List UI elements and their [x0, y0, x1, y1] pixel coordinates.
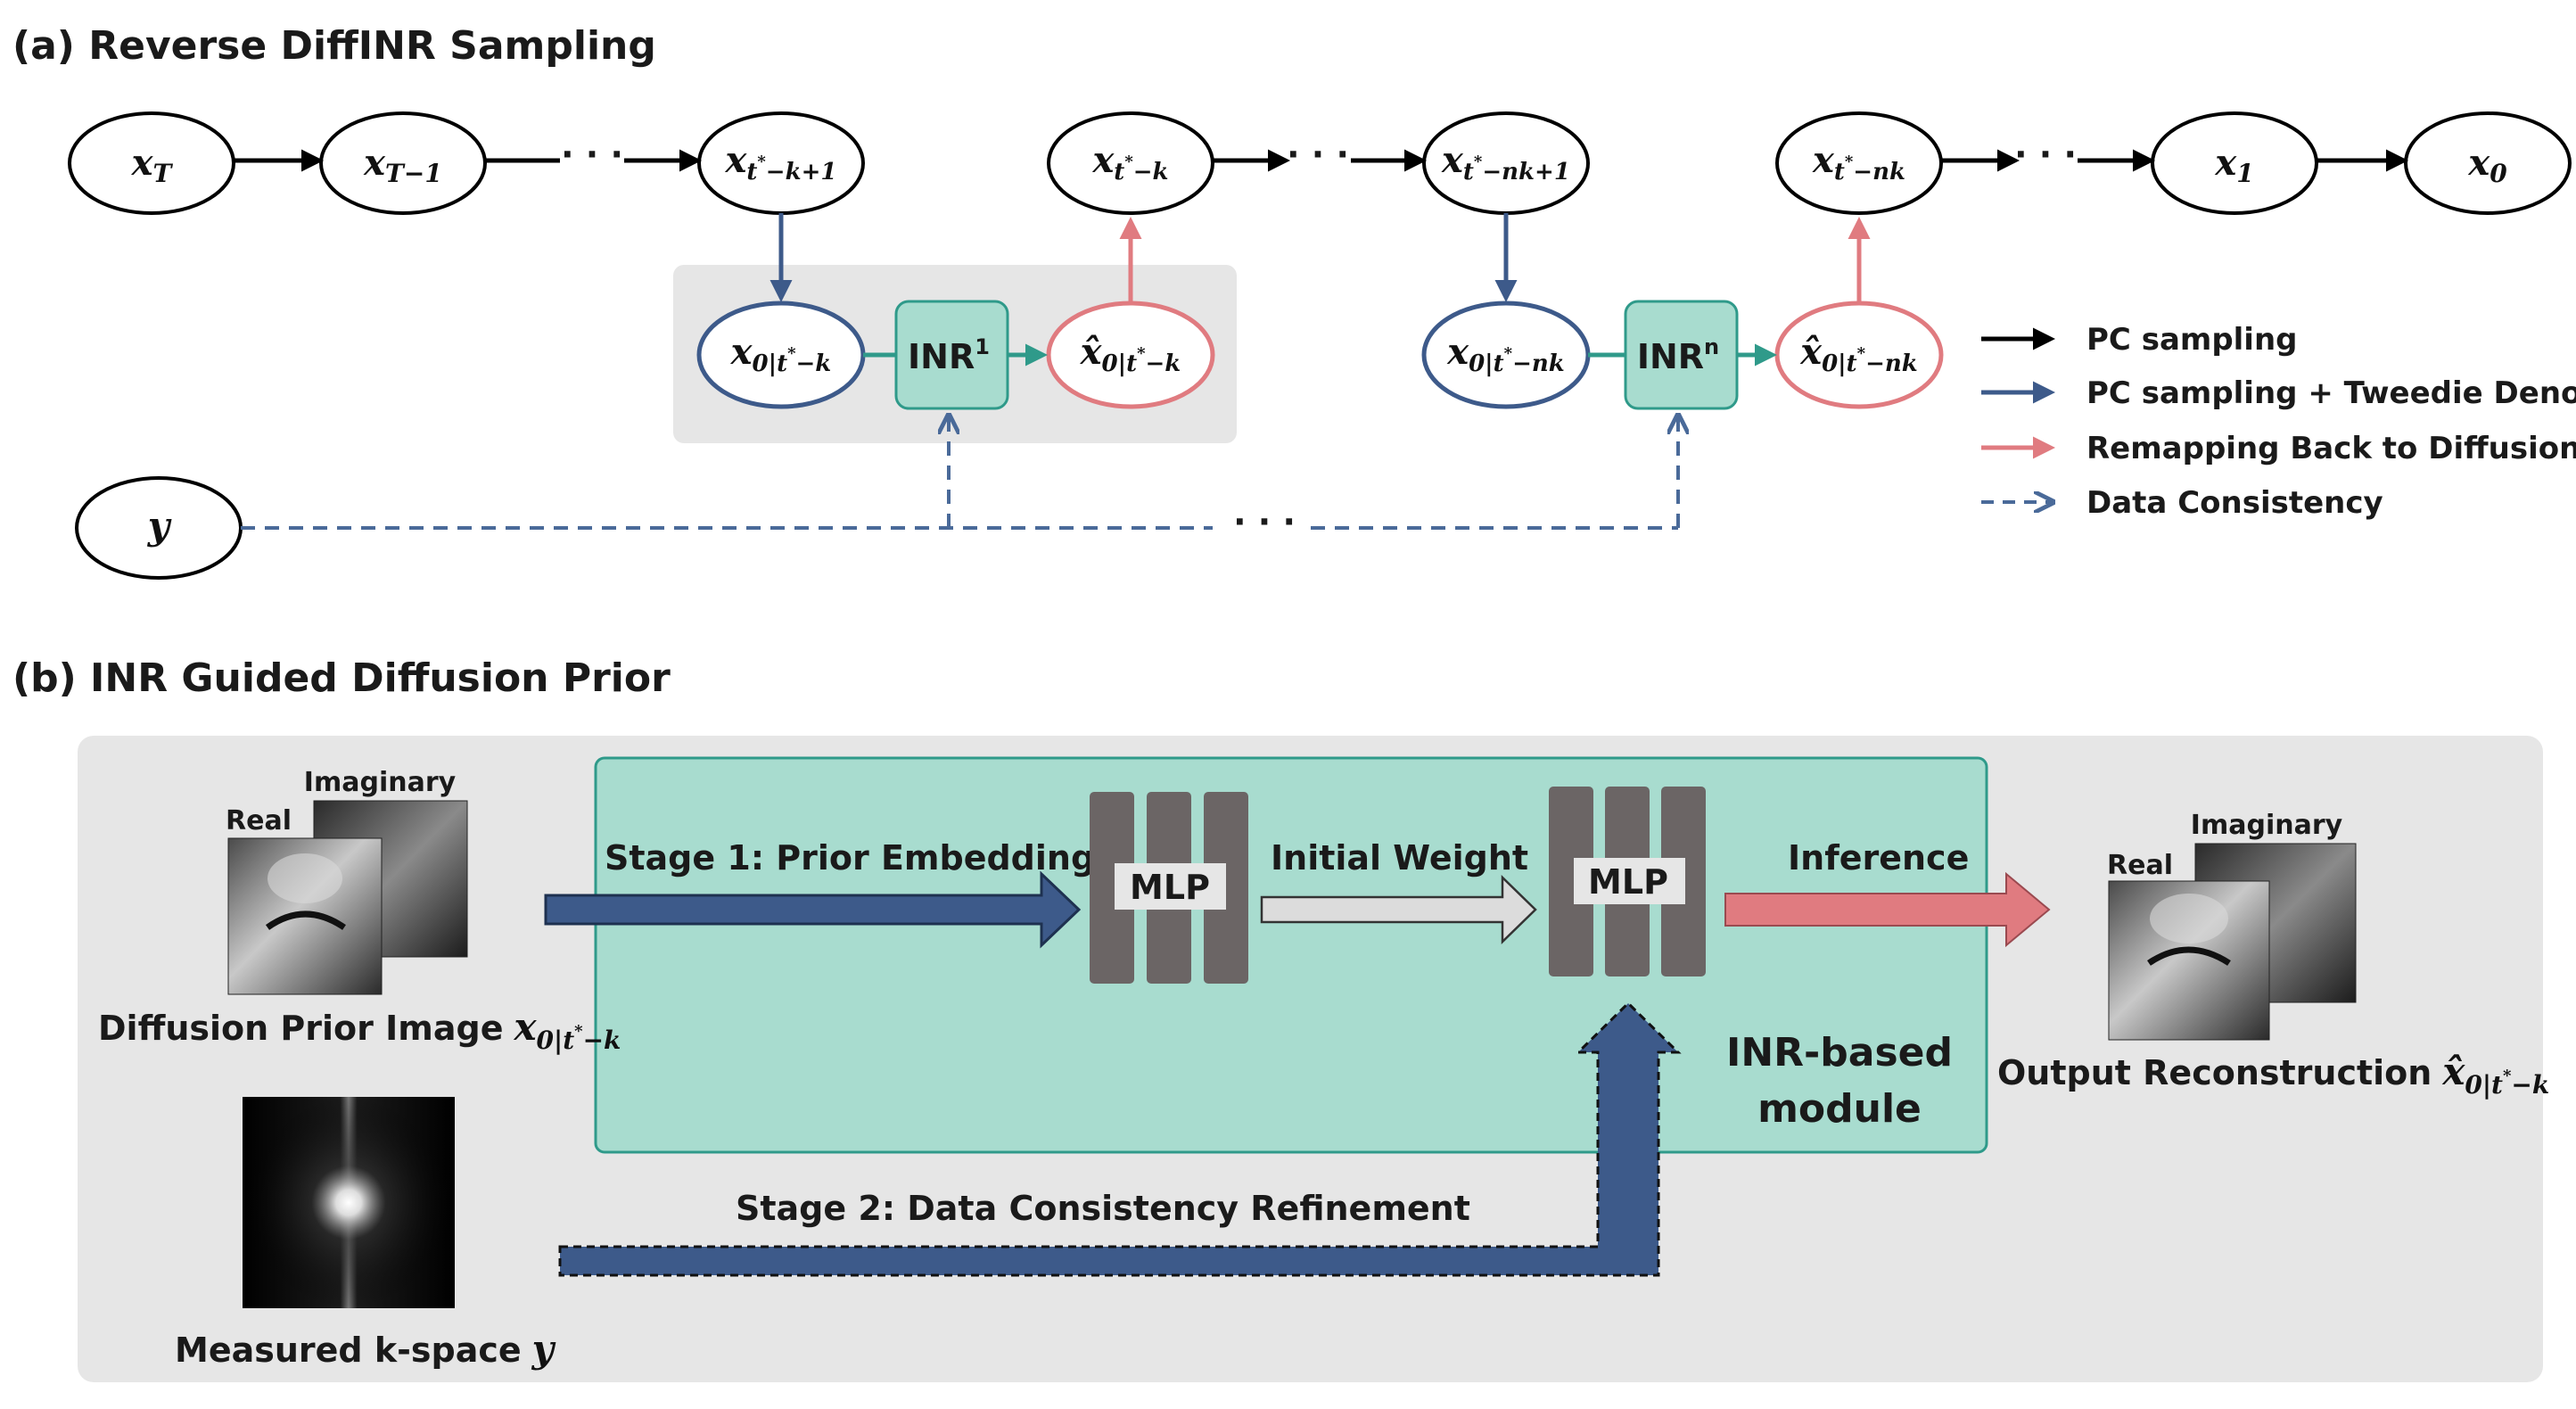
- legend-tweedie: PC sampling + Tweedie Denoising: [2086, 375, 2576, 411]
- node-xT: xT: [68, 111, 235, 215]
- node-xT-minus-1: xT−1: [319, 111, 487, 215]
- stage1-label: Stage 1: Prior Embedding: [605, 838, 1095, 878]
- node-x0hat-tnk: x̂0|t*−nk: [1774, 301, 1944, 409]
- node-xtnk1: xt*−nk+1: [1422, 111, 1590, 215]
- heading-b: (b) INR Guided Diffusion Prior: [12, 655, 671, 701]
- mlp-1: MLP: [1090, 792, 1248, 984]
- stage2-arrow: [558, 1001, 1682, 1277]
- stage2-label: Stage 2: Data Consistency Refinement: [736, 1189, 1470, 1228]
- legend: PC sampling PC sampling + Tweedie Denois…: [1981, 322, 2576, 521]
- node-xtk1: xt*−k+1: [697, 111, 865, 215]
- legend-pc: PC sampling: [2086, 322, 2298, 358]
- initial-weight-arrow: [1260, 875, 1537, 944]
- svg-text:y: y: [147, 504, 172, 548]
- legend-dc: Data Consistency: [2086, 485, 2383, 521]
- node-xtnk: xt*−nk: [1775, 111, 1943, 215]
- svg-text:MLP: MLP: [1588, 862, 1668, 902]
- output-real-label: Real: [2107, 850, 2173, 881]
- node-x0-tnk: x0|t*−nk: [1421, 301, 1591, 409]
- input-real-image: [227, 837, 383, 995]
- stage1-arrow: [544, 870, 1082, 949]
- ellipsis-2: · · ·: [1287, 135, 1349, 174]
- ellipsis-dc: · · ·: [1233, 502, 1296, 541]
- svg-text:INRn: INRn: [1637, 334, 1719, 376]
- node-xtk: xt*−k: [1047, 111, 1214, 215]
- svg-text:MLP: MLP: [1130, 868, 1210, 907]
- initial-weight-label: Initial Weight: [1271, 838, 1528, 878]
- ellipsis-1: · · ·: [561, 135, 623, 174]
- svg-text:INR1: INR1: [908, 334, 990, 376]
- input-real-label: Real: [226, 805, 292, 836]
- node-x1: x1: [2151, 111, 2318, 215]
- module-label-line1: INR-based: [1726, 1030, 1953, 1075]
- inference-arrow: [1724, 871, 2051, 948]
- svg-text:x1: x1: [2214, 142, 2253, 188]
- node-y: y: [75, 476, 243, 580]
- inr-n-box: INRn: [1624, 300, 1739, 410]
- input-imaginary-label: Imaginary: [304, 767, 457, 798]
- ellipsis-3: · · ·: [2014, 135, 2077, 174]
- inr-1-box: INR1: [894, 300, 1009, 410]
- node-x0: x0: [2404, 111, 2572, 215]
- mlp-2: MLP: [1549, 787, 1706, 976]
- kspace-image: [243, 1097, 455, 1308]
- node-x0hat-tk: x̂0|t*−k: [1046, 301, 1215, 409]
- dc-paths: [241, 417, 1678, 530]
- module-label-line2: module: [1757, 1086, 1922, 1132]
- inference-label: Inference: [1788, 838, 1969, 878]
- remap-arrows: [1119, 217, 1871, 303]
- output-imaginary-label: Imaginary: [2191, 810, 2343, 841]
- legend-remap: Remapping Back to Diffusion: [2086, 431, 2576, 466]
- node-x0-tk: x0|t*−k: [696, 301, 866, 409]
- heading-a: (a) Reverse DiffINR Sampling: [12, 23, 656, 69]
- tweedie-arrows: [770, 213, 1518, 302]
- output-real-image: [2108, 880, 2270, 1041]
